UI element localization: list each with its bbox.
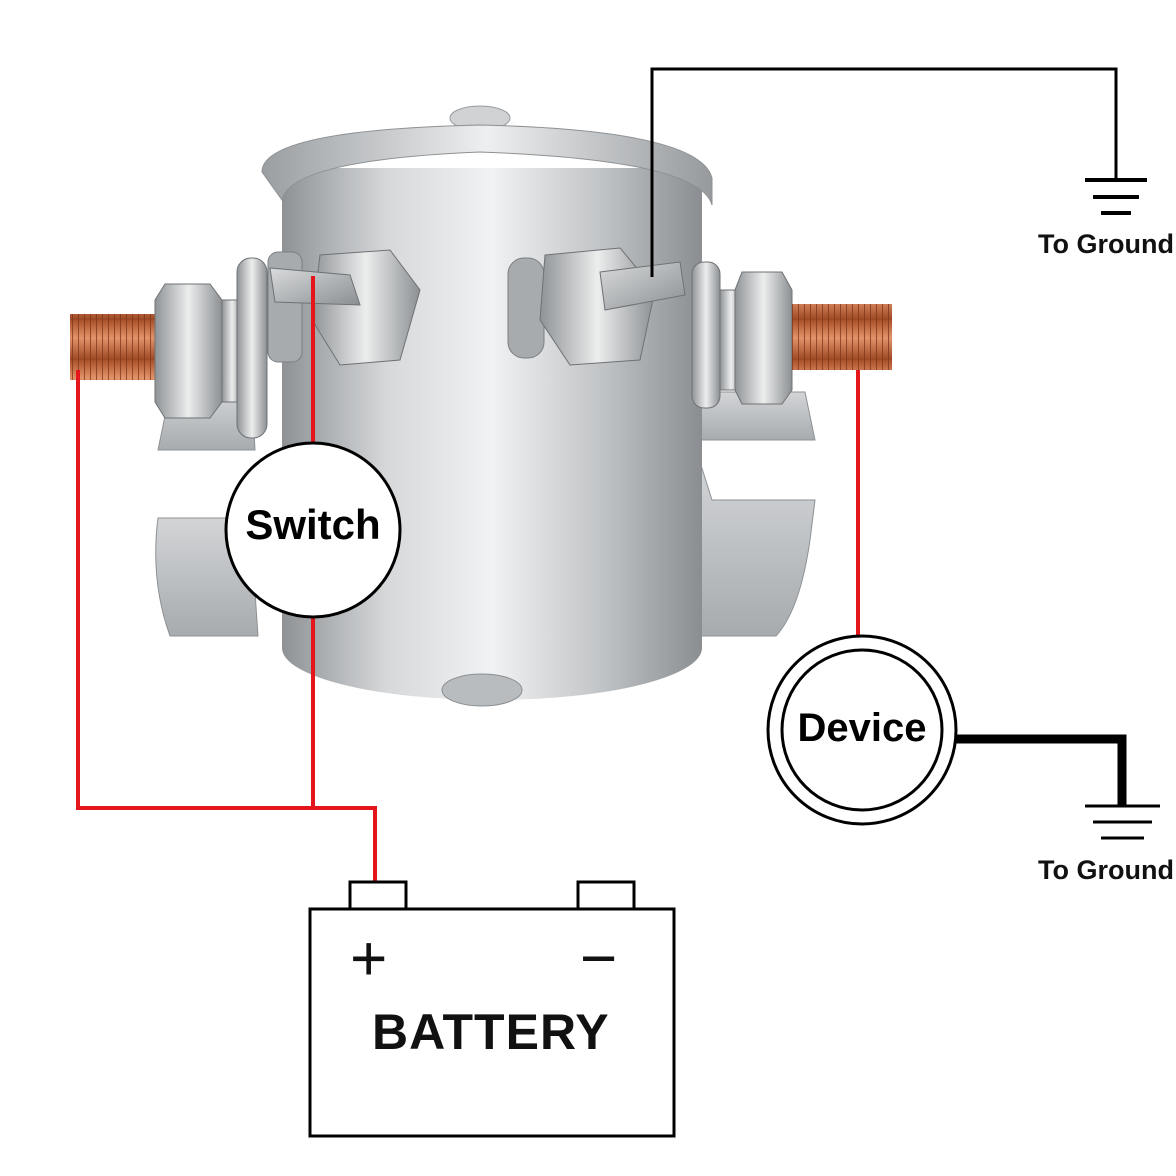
ground-symbol-top <box>1085 178 1147 215</box>
ground-label-bottom: To Ground <box>1038 855 1174 885</box>
large-terminal-left <box>70 257 268 439</box>
positive-wire-switch <box>311 276 377 882</box>
ground-wire-bottom <box>956 734 1127 806</box>
solenoid-body <box>282 168 702 707</box>
ground-label-top: To Ground <box>1038 229 1174 259</box>
ground-symbol-bottom <box>1085 804 1160 840</box>
device-label: Device <box>797 705 927 750</box>
small-terminal-right <box>507 247 686 366</box>
battery-label: BATTERY <box>372 1004 610 1060</box>
ground-wire-top <box>650 67 1118 277</box>
solenoid-top-rim <box>261 105 713 206</box>
switch-label: Switch <box>245 501 381 548</box>
device-circle <box>766 634 958 826</box>
large-terminal-right <box>691 261 892 409</box>
switch-circle <box>224 441 402 619</box>
small-terminal-left <box>267 249 421 366</box>
battery <box>308 880 676 1138</box>
battery-plus-sign: + <box>350 922 388 994</box>
battery-minus-sign: − <box>580 922 618 994</box>
positive-wire-left-stud <box>76 370 375 810</box>
